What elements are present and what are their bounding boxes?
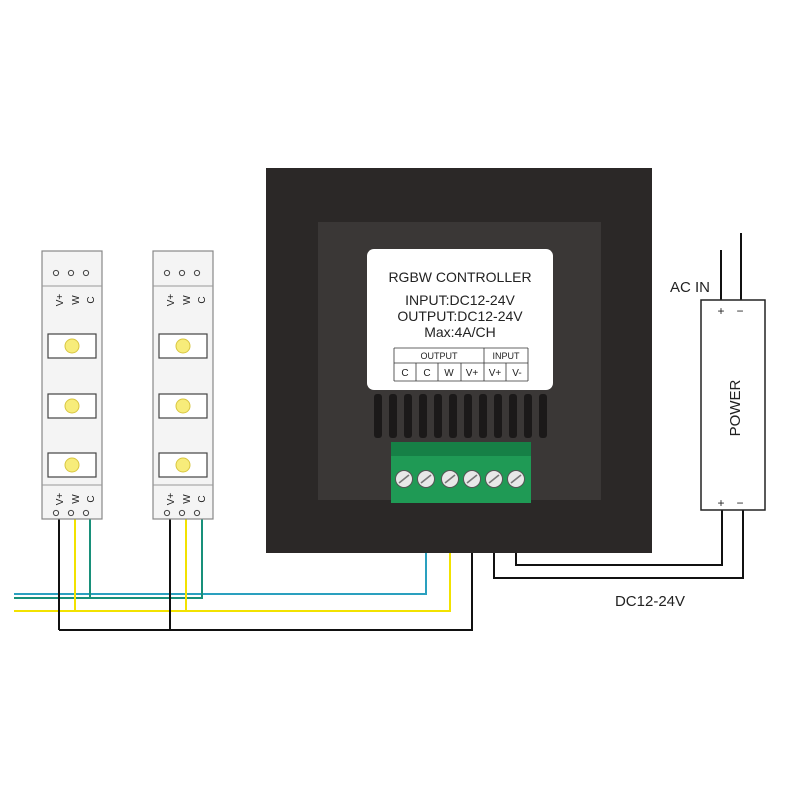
terminal-block-top xyxy=(391,442,531,456)
led-light xyxy=(175,457,191,473)
strip2-bottom-pin-c: C xyxy=(197,495,208,502)
power-bottom-minus: − xyxy=(736,496,743,510)
strip-solder-pad xyxy=(163,269,171,277)
pin-table-output-header: OUTPUT xyxy=(421,351,459,361)
heatsink-fin xyxy=(539,394,547,438)
heatsink-fins xyxy=(374,394,547,438)
power-bottom-plus: + xyxy=(717,496,724,510)
strip2-top-pin-vplus: V+ xyxy=(166,294,177,307)
led-light xyxy=(64,457,80,473)
strip2-bottom-pin-w: W xyxy=(182,494,193,504)
led-light xyxy=(175,338,191,354)
terminal-screws xyxy=(395,470,525,488)
strip2-bottom-pin-vplus: V+ xyxy=(166,493,177,506)
pin-label-vminus-in: V- xyxy=(512,368,521,379)
led-chip xyxy=(47,452,97,478)
controller-label-card xyxy=(367,249,553,390)
screw-slot xyxy=(466,474,478,484)
strip1-top-pin-vplus: V+ xyxy=(55,294,66,307)
strip-solder-pad xyxy=(163,509,171,517)
heatsink-fin xyxy=(479,394,487,438)
strip-body xyxy=(152,250,214,520)
pin-label-vplus-in: V+ xyxy=(489,368,502,379)
strip-solder-pad xyxy=(178,509,186,517)
screw-slot xyxy=(510,474,522,484)
heatsink-fin xyxy=(464,394,472,438)
power-top-minus: − xyxy=(736,304,743,318)
heatsink-fin xyxy=(374,394,382,438)
strip1-top-pin-w: W xyxy=(71,295,82,305)
screw-slot xyxy=(420,474,432,484)
led-strip-2 xyxy=(152,250,214,520)
heatsink-fin xyxy=(509,394,517,438)
power-supply-body xyxy=(700,299,766,511)
pin-label-vplus-out: V+ xyxy=(466,368,479,379)
heatsink-fin xyxy=(419,394,427,438)
screw-slot xyxy=(488,474,500,484)
led-strip-1 xyxy=(41,250,103,520)
strip-solder-pad xyxy=(52,509,60,517)
strip1-top-pin-c: C xyxy=(86,296,97,303)
strip-solder-pad xyxy=(52,269,60,277)
pin-table xyxy=(393,347,529,382)
controller-input-spec: INPUT:DC12-24V xyxy=(405,292,515,308)
power-top-plus: + xyxy=(717,304,724,318)
heatsink-fin xyxy=(404,394,412,438)
strip2-top-pin-w: W xyxy=(182,295,193,305)
strip-solder-pad xyxy=(82,509,90,517)
controller-max-spec: Max:4A/CH xyxy=(424,324,496,340)
heatsink-fin xyxy=(434,394,442,438)
pin-label-c2: C xyxy=(423,368,430,379)
strip-solder-pad xyxy=(67,269,75,277)
pin-table-input-header: INPUT xyxy=(493,351,521,361)
controller: RGBW CONTROLLER INPUT:DC12-24V OUTPUT:DC… xyxy=(266,168,652,553)
strip1-bottom-pin-w: W xyxy=(71,494,82,504)
strip2-c-wire xyxy=(90,515,203,599)
strip1-c-wire xyxy=(14,515,91,599)
pin-label-w: W xyxy=(444,368,454,379)
strip1-bottom-pin-vplus: V+ xyxy=(55,493,66,506)
power-label: POWER xyxy=(727,380,744,437)
heatsink-fin xyxy=(389,394,397,438)
heatsink-fin xyxy=(494,394,502,438)
strip-solder-pad xyxy=(193,509,201,517)
dc-voltage-label: DC12-24V xyxy=(615,593,685,610)
led-light xyxy=(64,398,80,414)
screw-slot xyxy=(444,474,456,484)
strip-solder-pad xyxy=(193,269,201,277)
strip1-bottom-pin-c: C xyxy=(86,495,97,502)
controller-title: RGBW CONTROLLER xyxy=(388,269,531,285)
strip2-top-pin-c: C xyxy=(197,296,208,303)
led-light xyxy=(64,338,80,354)
heatsink-fin xyxy=(524,394,532,438)
strip-solder-pad xyxy=(82,269,90,277)
controller-output-spec: OUTPUT:DC12-24V xyxy=(397,308,523,324)
strip-body xyxy=(41,250,103,520)
strip-solder-pad xyxy=(67,509,75,517)
pin-label-c1: C xyxy=(401,368,408,379)
heatsink-fin xyxy=(449,394,457,438)
screw-slot xyxy=(398,474,410,484)
strip-solder-pad xyxy=(178,269,186,277)
ac-in-label: AC IN xyxy=(670,279,710,296)
power-supply: POWER + − + − xyxy=(700,299,766,511)
led-light xyxy=(175,398,191,414)
